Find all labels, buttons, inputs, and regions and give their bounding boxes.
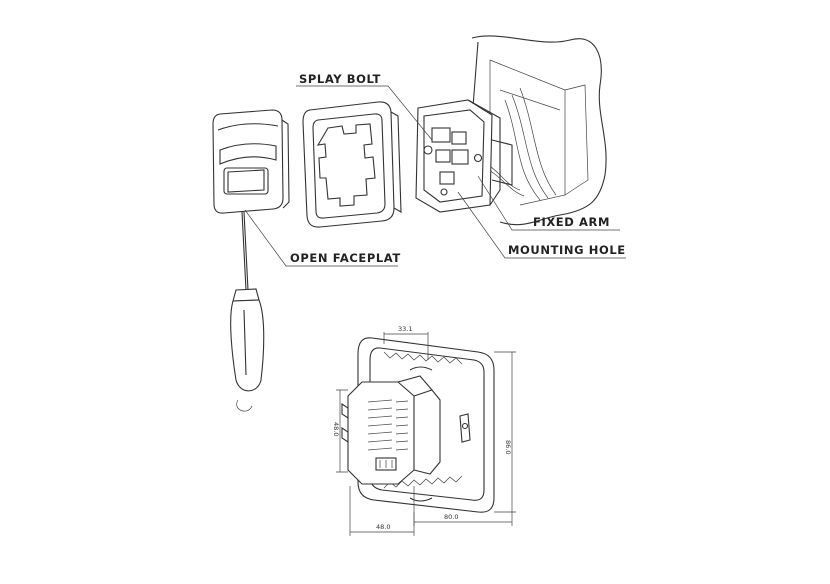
dimension-device bbox=[341, 337, 495, 513]
dim-top-depth: 33.1 bbox=[398, 325, 412, 333]
dim-width-frame: 80.0 bbox=[444, 513, 458, 521]
faceplate bbox=[212, 109, 290, 214]
dimension-lines bbox=[336, 332, 516, 536]
label-mounting-hole: MOUNTING HOLE bbox=[508, 243, 626, 257]
dim-height-left: 48.0 bbox=[332, 422, 340, 436]
dim-height-right: 86.0 bbox=[504, 440, 512, 454]
switch-mechanism bbox=[415, 99, 513, 213]
vent-slots bbox=[367, 399, 409, 451]
frame bbox=[302, 101, 402, 228]
label-open-faceplat: OPEN FACEPLAT bbox=[290, 251, 401, 265]
screwdriver bbox=[230, 211, 265, 412]
label-splay-bolt: SPLAY BOLT bbox=[299, 72, 381, 86]
dim-width-body: 48.0 bbox=[376, 523, 390, 531]
leader-lines bbox=[244, 85, 626, 267]
label-fixed-arm: FIXED ARM bbox=[533, 215, 610, 229]
